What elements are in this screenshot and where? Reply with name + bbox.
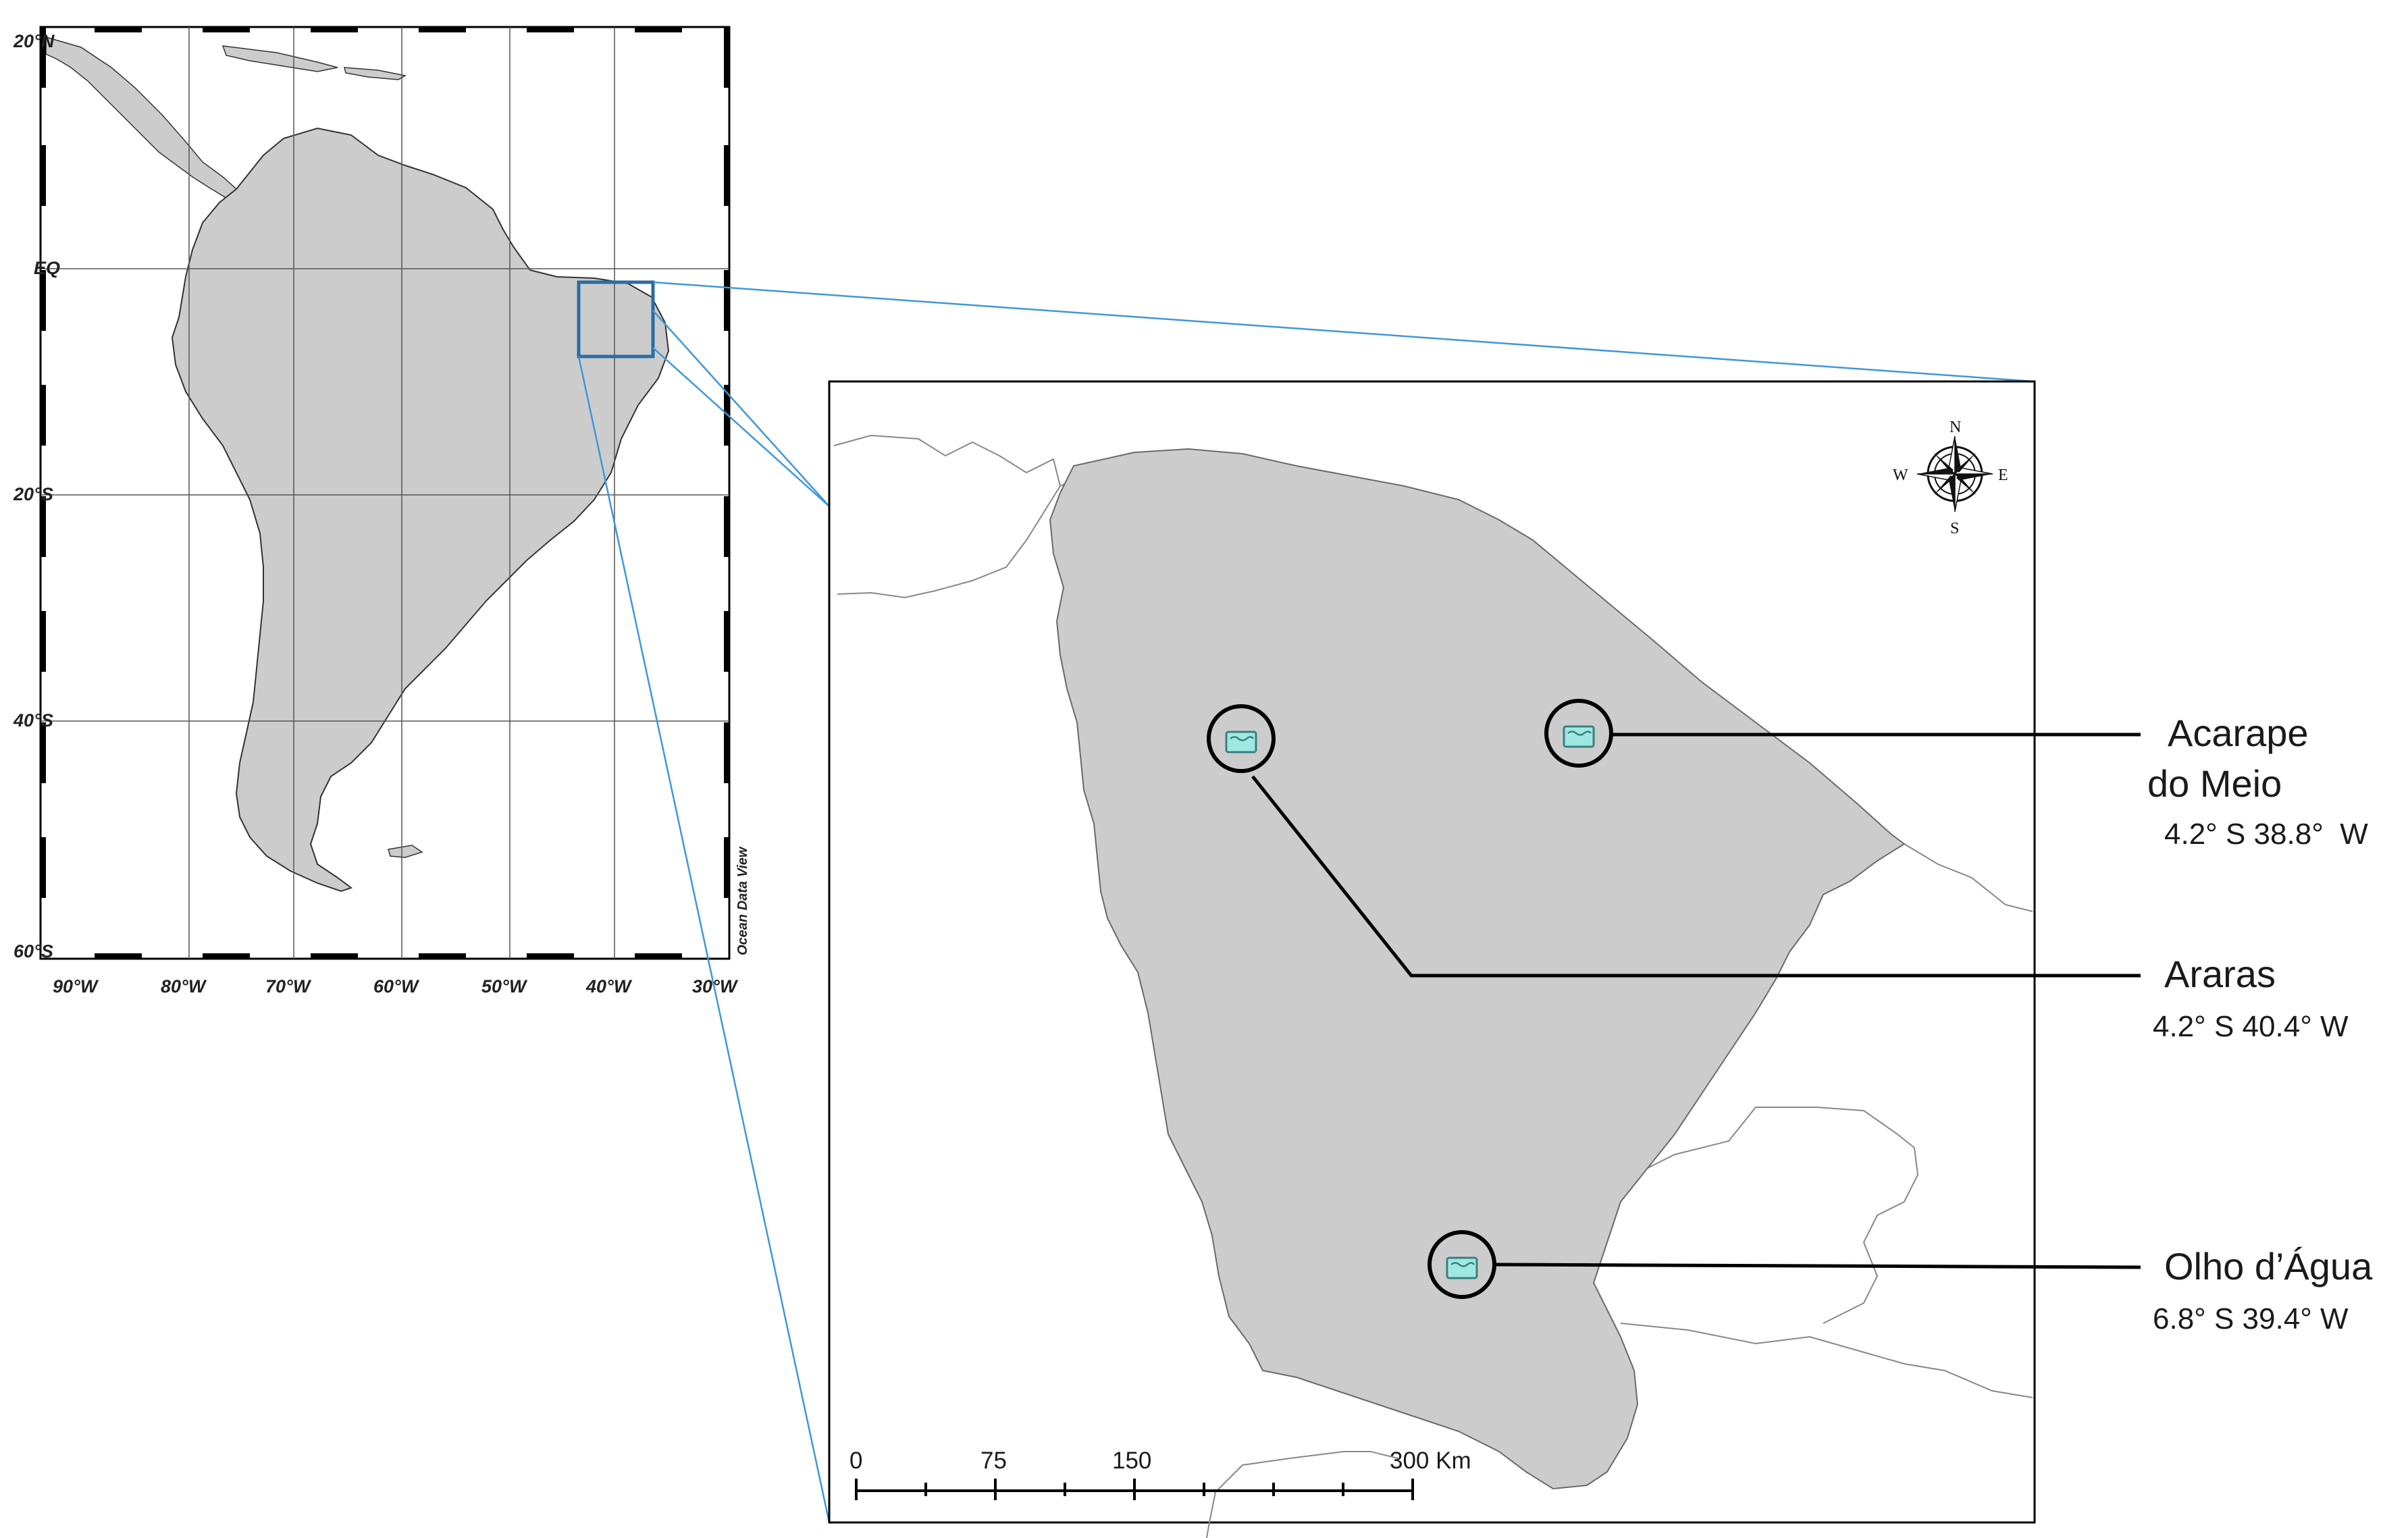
caribbean-islands (221, 45, 338, 72)
site-coords-olho-dagua: 6.8° S 39.4° W (2153, 1302, 2349, 1335)
leader-araras (1251, 775, 2141, 978)
scale-label-75: 75 (980, 1448, 1007, 1474)
lat-label-eq: EQ (34, 258, 60, 278)
lon-label-60w: 60°W (373, 976, 420, 997)
lat-label-60s: 60°S (14, 941, 53, 961)
marker-acarape (1544, 699, 1613, 768)
site-label-araras: Araras 4.2° S 40.4° W (2153, 953, 2349, 1043)
study-area-highlight-box (577, 280, 655, 359)
leader-olho-dagua (1494, 1263, 2141, 1269)
marker-araras (1207, 704, 1276, 773)
site-coords-araras: 4.2° S 40.4° W (2153, 1010, 2349, 1043)
site-name-olho-dagua: Olho d’Água (2164, 1245, 2373, 1288)
site-name-acarape-line2: do Meio (2147, 762, 2282, 805)
reservoir-icon (1446, 1256, 1478, 1279)
lat-label-20n: 20°N (13, 31, 55, 51)
caribbean-islands-east (344, 67, 407, 80)
zoom-connector-lines (577, 281, 2035, 1523)
lon-label-80w: 80°W (161, 976, 207, 997)
site-labels: Acarape do Meio 4.2° S 38.8° W Araras 4.… (2147, 712, 2373, 1335)
lat-label-20s: 20°S (13, 484, 53, 504)
scale-bar: 0 75 150 300 Km (849, 1448, 1471, 1500)
compass-label-n: N (1949, 419, 1961, 436)
compass-label-s: S (1950, 520, 1959, 537)
ocean-data-view-credit: Ocean Data View (735, 846, 750, 955)
site-name-acarape-line1: Acarape (2168, 712, 2309, 754)
scale-label-150: 150 (1112, 1448, 1151, 1474)
site-coords-acarape: 4.2° S 38.8° W (2164, 818, 2368, 851)
overview-map: 20°N EQ 20°S 40°S 60°S 90°W 80°W 70°W 60… (13, 26, 750, 997)
compass-label-w: W (1893, 467, 1908, 484)
lon-label-50w: 50°W (481, 976, 528, 997)
south-america-landmass (171, 127, 670, 893)
frame-ticks (41, 27, 729, 959)
scale-label-0: 0 (849, 1448, 862, 1474)
scale-label-300: 300 Km (1390, 1448, 1471, 1474)
leader-lines (1251, 733, 2141, 1269)
compass-rose-icon: N S E W (1893, 419, 2008, 537)
site-label-acarape: Acarape do Meio 4.2° S 38.8° W (2147, 712, 2368, 851)
reservoir-icon (1563, 725, 1595, 748)
marker-olho-dagua (1428, 1230, 1496, 1299)
ceara-state-polygon (1049, 448, 1906, 1490)
detail-map: N S E W 0 75 150 300 Km (828, 380, 2141, 1538)
falkland-islands (388, 845, 423, 858)
lon-label-90w: 90°W (53, 976, 99, 997)
reservoir-icon (1225, 731, 1257, 753)
compass-label-e: E (1998, 467, 2008, 484)
lon-label-40w: 40°W (585, 976, 633, 997)
site-name-araras: Araras (2164, 953, 2276, 995)
lat-label-40s: 40°S (13, 710, 53, 731)
graticule (41, 27, 729, 959)
site-label-olho-dagua: Olho d’Água 6.8° S 39.4° W (2153, 1245, 2373, 1335)
lon-label-70w: 70°W (265, 976, 312, 997)
